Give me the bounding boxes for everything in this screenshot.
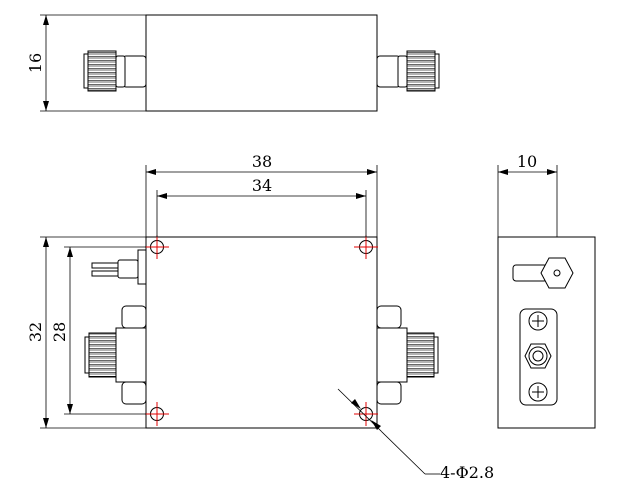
top-view-body [145, 14, 378, 112]
mounting-hole-tl [145, 235, 169, 259]
front-view: 38 34 32 28 [26, 152, 494, 482]
dimension-length-38: 38 [145, 152, 378, 237]
right-connector-top [376, 50, 440, 92]
mounting-hole-tr [354, 235, 378, 259]
dimension-height-16: 16 [26, 14, 146, 112]
right-connector-front [376, 305, 439, 405]
dimension-width-32: 32 [26, 236, 146, 429]
side-dc-pin [512, 257, 574, 289]
dim-label-38: 38 [252, 152, 272, 171]
left-connector-top [83, 50, 147, 92]
dimension-hole-spacing-28: 28 [50, 246, 146, 415]
top-view: 16 [26, 14, 440, 112]
dimension-depth-10: 10 [497, 152, 558, 237]
front-view-body [145, 236, 378, 429]
dimension-hole-spacing-34: 34 [156, 176, 367, 237]
left-connector-front [84, 305, 147, 405]
holes-callout-label: 4-Φ2.8 [440, 463, 494, 482]
mounting-hole-bl [145, 402, 169, 426]
side-rf-connector [519, 308, 558, 406]
dim-label-16: 16 [26, 53, 45, 73]
dim-label-28: 28 [50, 322, 69, 342]
dc-feedthrough [91, 249, 147, 285]
dim-label-34: 34 [252, 176, 272, 195]
holes-callout: 4-Φ2.8 [337, 388, 494, 482]
mounting-hole-br [354, 402, 378, 426]
dim-label-10: 10 [517, 152, 537, 171]
dim-label-32: 32 [26, 322, 45, 342]
side-view: 10 [497, 152, 596, 429]
side-view-body [497, 236, 596, 429]
